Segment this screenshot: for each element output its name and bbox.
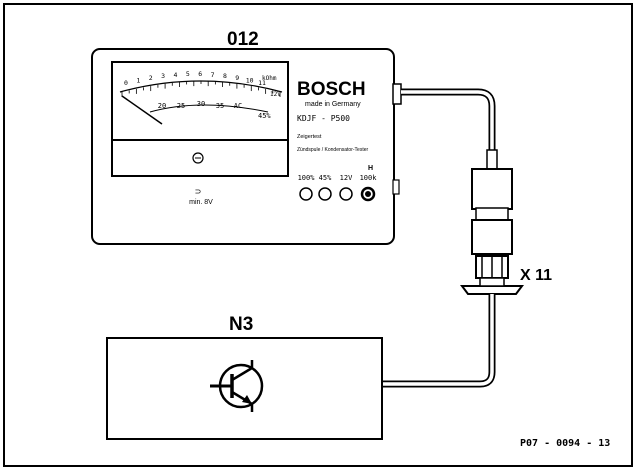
figure-frame bbox=[3, 3, 633, 467]
plug-collar bbox=[475, 207, 509, 221]
brand-logo: BOSCH bbox=[297, 79, 366, 100]
control-unit bbox=[106, 337, 383, 440]
button-top-mark: H bbox=[368, 165, 373, 172]
meter-needle bbox=[121, 95, 163, 125]
test-cable-inner bbox=[401, 90, 494, 168]
plug-body bbox=[471, 168, 513, 210]
made-in-label: made in Germany bbox=[305, 101, 361, 108]
zero-label: min. 8V bbox=[189, 199, 213, 206]
tester-button[interactable] bbox=[299, 187, 313, 201]
figure-reference: P07 - 0094 - 13 bbox=[520, 438, 610, 449]
scale-top-number: 11 bbox=[258, 79, 266, 87]
meter-scale-percent: 45% bbox=[258, 112, 271, 120]
tester-button-label: 100% bbox=[298, 174, 316, 182]
scale-bottom-number: 20 bbox=[158, 102, 166, 110]
test-plug bbox=[460, 149, 524, 295]
transistor-icon bbox=[210, 360, 264, 412]
connector-neck bbox=[479, 277, 505, 287]
test-cable-outer bbox=[401, 88, 496, 168]
tester-label: 012 bbox=[227, 29, 259, 50]
scale-top-number: 5 bbox=[186, 70, 190, 78]
tester-buttons: 100%45% 12V 100k bbox=[298, 174, 378, 202]
scale-top-number: 4 bbox=[173, 71, 177, 79]
tester-button-label: 45% bbox=[319, 174, 332, 182]
scale-top-number: 1 bbox=[136, 76, 140, 84]
scale-top-number: 7 bbox=[211, 71, 215, 79]
scale-bottom-number: 35 bbox=[216, 102, 224, 110]
tester-socket bbox=[392, 83, 402, 105]
plug-lower-body bbox=[471, 219, 513, 255]
meter-scale-arc bbox=[119, 80, 283, 93]
component-cable-outer bbox=[383, 294, 496, 388]
component-cable-inner bbox=[383, 294, 494, 386]
scale-bottom-number: 30 bbox=[197, 100, 205, 108]
meter-scale-volts: 12V bbox=[270, 91, 281, 98]
meter-scale-unit: kOhm bbox=[262, 75, 277, 82]
scale-top-number: 3 bbox=[161, 72, 165, 80]
scale-top-number: 2 bbox=[149, 74, 153, 82]
meter-scale-arc-lower bbox=[149, 104, 269, 113]
tester-button-label: 12V bbox=[340, 174, 353, 182]
tester-button-pressed-mark bbox=[365, 191, 371, 197]
component-label: N3 bbox=[229, 314, 253, 335]
scale-bottom-number: 25 bbox=[177, 102, 185, 110]
scale-top-number: 9 bbox=[235, 74, 239, 82]
scale-bottom-number: AC bbox=[234, 102, 242, 110]
plug-strain-relief bbox=[486, 149, 498, 171]
model-label: KDJF - P500 bbox=[297, 114, 350, 123]
connector-flange bbox=[460, 285, 524, 295]
tester-line1: Zeigertest bbox=[297, 134, 322, 140]
scale-top-number: 0 bbox=[124, 79, 128, 87]
tester-button[interactable] bbox=[318, 187, 332, 201]
scale-top-number: 10 bbox=[246, 76, 254, 84]
meter-scale-bottom: 20 25 30 35 AC bbox=[158, 100, 242, 110]
tester-button-label: 100k bbox=[360, 174, 378, 182]
tester-line2: Zündspule / Kondensator-Tester bbox=[297, 147, 368, 153]
connector-label: X 11 bbox=[520, 267, 552, 284]
tester-button[interactable] bbox=[339, 187, 353, 201]
scale-top-number: 8 bbox=[223, 72, 227, 80]
zero-symbol: ⊃ bbox=[195, 187, 202, 196]
tester-side-switch bbox=[392, 179, 400, 195]
scale-top-number: 6 bbox=[198, 70, 202, 78]
